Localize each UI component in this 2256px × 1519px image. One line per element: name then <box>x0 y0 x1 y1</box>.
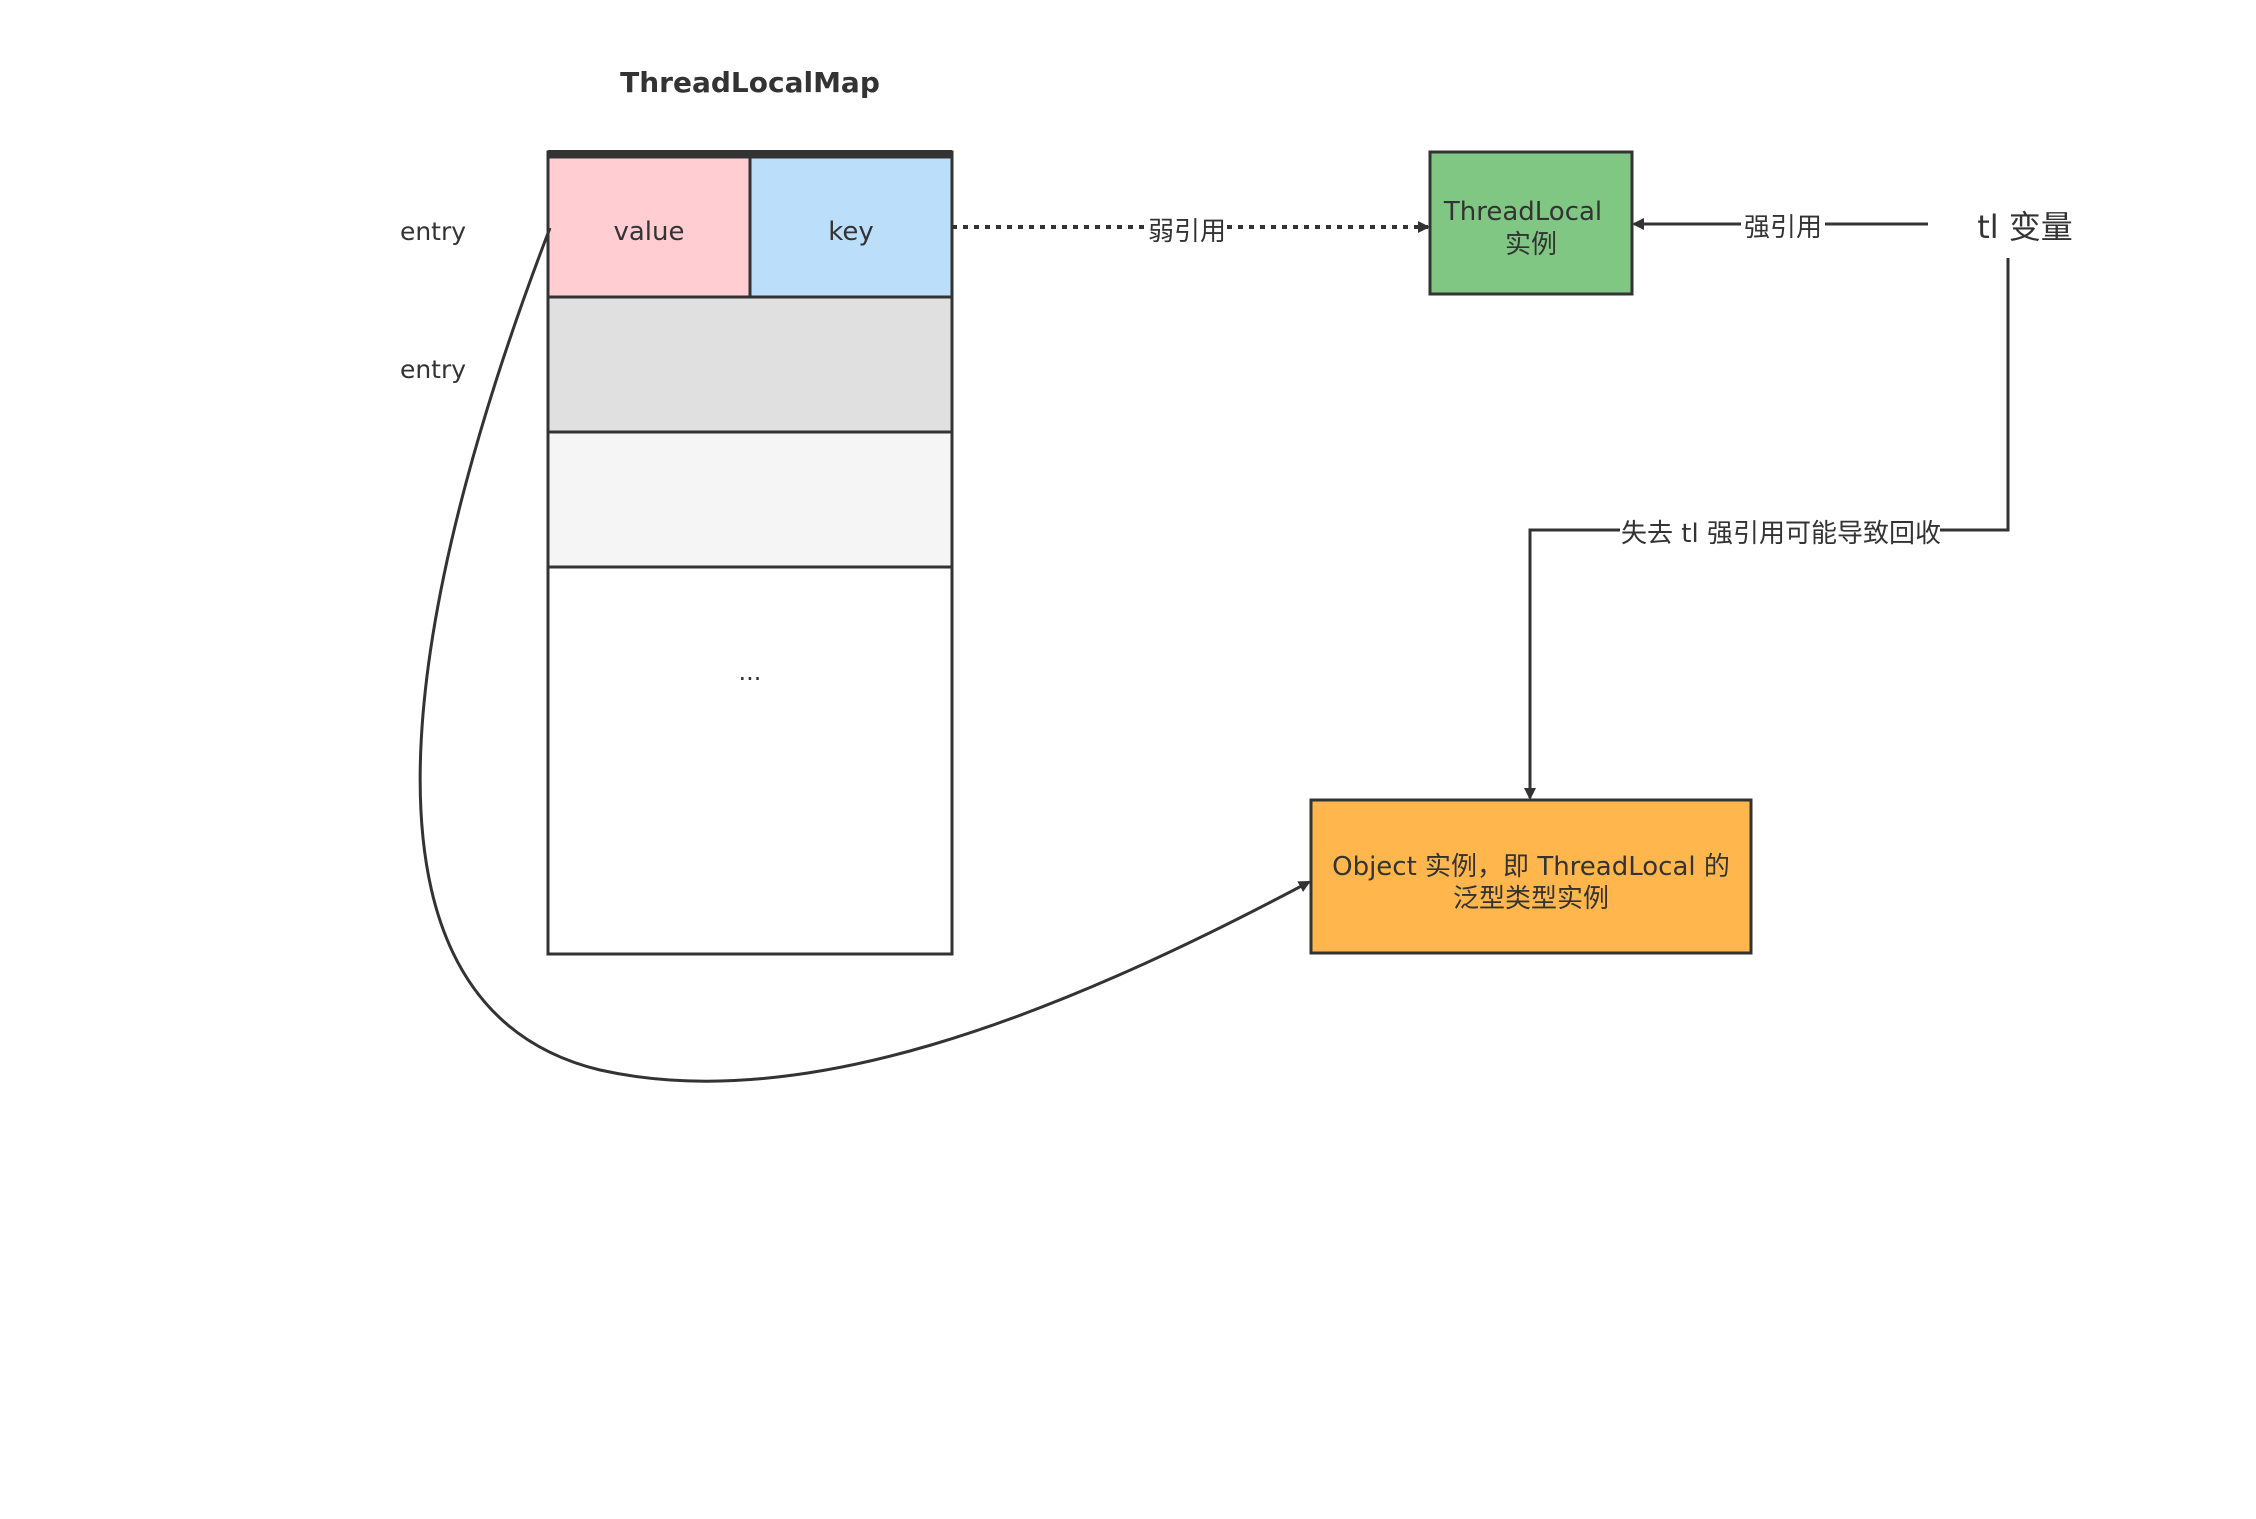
entry-row-2 <box>546 295 954 434</box>
value-cell-label: value <box>613 217 684 247</box>
tl-variable-label: tl 变量 <box>1977 208 2073 246</box>
ellipsis-label: ... <box>739 658 762 686</box>
entry-row-rest <box>546 565 954 956</box>
threadlocal-instance-line-2: 实例 <box>1505 230 1557 260</box>
threadlocal-instance-node: ThreadLocal 实例 <box>1428 150 1634 296</box>
object-instance-line-2: 泛型类型实例 <box>1453 884 1609 914</box>
value-to-object-edge <box>418 227 1311 1083</box>
entry-label-2: entry <box>400 355 466 384</box>
key-cell-label: key <box>828 217 874 247</box>
object-instance-box <box>1309 798 1753 955</box>
entry-label-1: entry <box>400 217 466 246</box>
strong-reference-edge: 强引用 <box>1632 208 1928 243</box>
value-cell <box>546 155 752 299</box>
entry-row-3 <box>546 430 954 569</box>
object-instance-node: Object 实例，即 ThreadLocal 的 泛型类型实例 <box>1309 798 1753 955</box>
threadlocal-instance-line-1: ThreadLocal <box>1443 197 1602 227</box>
strong-reference-label: 强引用 <box>1744 213 1822 243</box>
weak-reference-edge: 弱引用 <box>952 212 1430 247</box>
weak-reference-label: 弱引用 <box>1148 217 1226 247</box>
object-instance-line-1: Object 实例，即 ThreadLocal 的 <box>1332 852 1730 882</box>
lose-reference-edge: 失去 tl 强引用可能导致回收 <box>1524 258 2010 800</box>
threadlocal-map-table: value key ... <box>546 150 954 956</box>
map-title: ThreadLocalMap <box>620 66 880 99</box>
lose-reference-label: 失去 tl 强引用可能导致回收 <box>1621 519 1941 549</box>
